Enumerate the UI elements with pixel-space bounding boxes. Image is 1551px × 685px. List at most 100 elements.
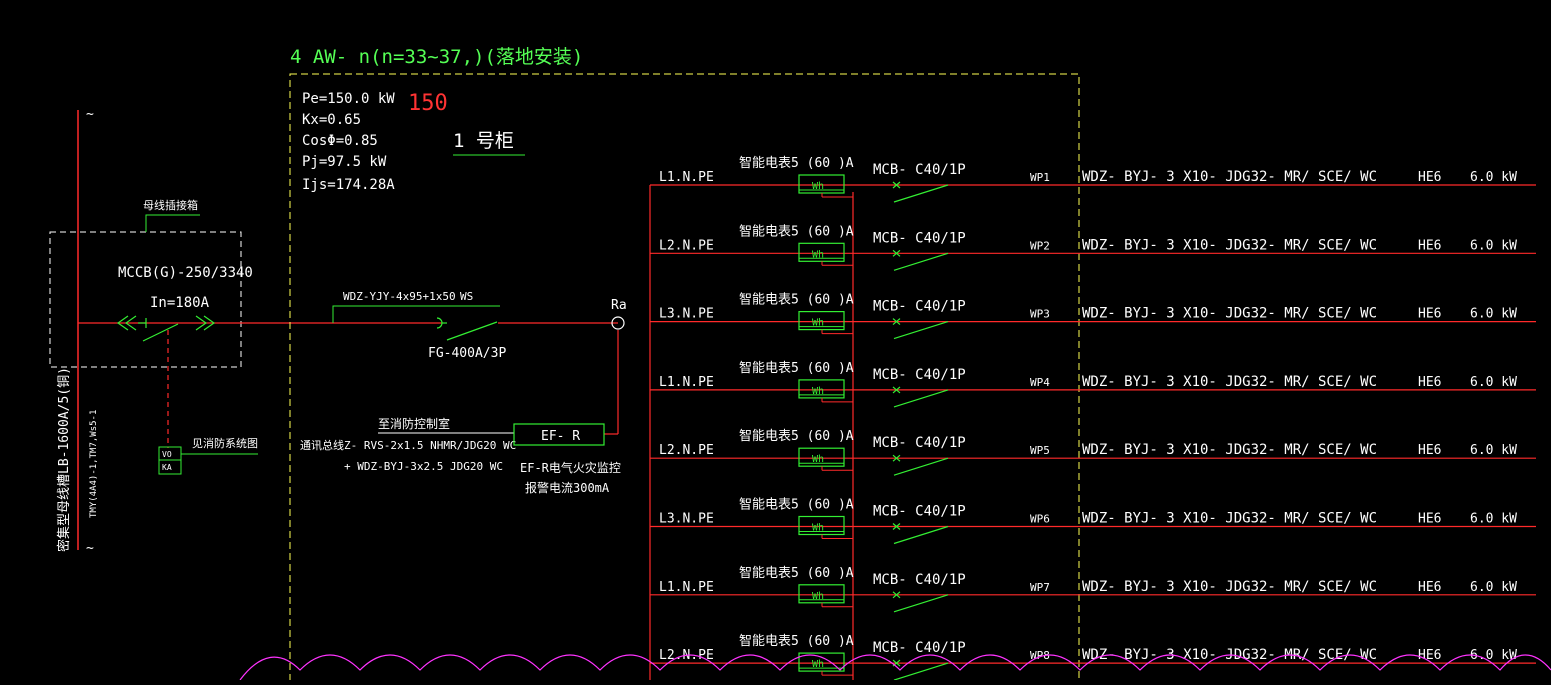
feeder-circuit: WP4	[1030, 376, 1050, 389]
meter-box-label: Wh	[812, 659, 824, 670]
load-kx: Kx=0.65	[302, 112, 361, 128]
breaker-switch-icon	[893, 184, 949, 203]
breaker-x-icon	[892, 386, 901, 394]
breaker-switch-icon	[893, 525, 949, 545]
breaker-switch-icon	[893, 321, 949, 340]
meter-box-label: Wh	[812, 523, 824, 534]
fire-line-2: + WDZ-BYJ-3x2.5 JDG20 WC	[344, 460, 503, 473]
feeder-cable: WDZ- BYJ- 3 X10- JDG32- MR/ SCE/ WC	[1082, 237, 1377, 253]
feeder-load-type: HE6	[1418, 375, 1441, 390]
meter-box-label: Wh	[812, 591, 824, 602]
plug-box: 母线插接箱 MCCB(G)-250/3340 In=180A	[49, 198, 253, 368]
feeder-meter-label: 智能电表5 (60 )A	[739, 156, 854, 171]
busbar-label: 密集型母线槽LB-1600A/5(铜)	[56, 367, 72, 552]
plug-box-current: In=180A	[150, 295, 210, 311]
plug-box-breaker: MCCB(G)-250/3340	[118, 265, 253, 281]
feeder-meter-label: 智能电表5 (60 )A	[739, 566, 854, 581]
fire-desc-2: 报警电流300mA	[525, 480, 610, 495]
feeder-circuit: WP1	[1030, 171, 1050, 184]
feeder-meter-label: 智能电表5 (60 )A	[739, 498, 854, 513]
ef-r-device-label: EF- R	[541, 429, 580, 444]
feeder-breaker-label: MCB- C40/1P	[873, 572, 966, 588]
feeder-power: 6.0 kW	[1470, 375, 1517, 390]
plug-connector-icon	[116, 315, 216, 342]
feeder-load-type: HE6	[1418, 170, 1441, 185]
feeder-cable: WDZ- BYJ- 3 X10- JDG32- MR/ SCE/ WC	[1082, 442, 1377, 458]
feeder-load-type: HE6	[1418, 580, 1441, 595]
cabinet-title: 4 AW- n(n=33~37,)(落地安装)	[290, 46, 583, 68]
fire-alarm: 至消防控制室 通讯总线Z- RVS-2x1.5 NHMR/JDG20 WC + …	[300, 416, 621, 495]
feeder-breaker-label: MCB- C40/1P	[873, 299, 966, 315]
meter-box-label: Wh	[812, 386, 824, 397]
feeder-cable: WDZ- BYJ- 3 X10- JDG32- MR/ SCE/ WC	[1082, 511, 1377, 527]
breaker-x-icon	[892, 249, 901, 257]
fire-box-bottom: KA	[162, 463, 172, 472]
feeder-circuit: WP6	[1030, 513, 1050, 526]
feeder-row: L1.N.PE 智能电表5 (60 )A Wh MCB- C40/1P WP1 WDZ- …	[650, 156, 1536, 203]
meter-box-label: Wh	[812, 181, 824, 192]
feeder-breaker-label: MCB- C40/1P	[873, 504, 966, 520]
feeder-phase: L1.N.PE	[659, 170, 714, 185]
breaker-x-icon	[892, 523, 901, 530]
cabinet-label: 1 号柜	[453, 130, 514, 152]
feeder-phase: L2.N.PE	[659, 443, 714, 458]
ef-r-device	[513, 423, 605, 446]
feeder-breaker-label: MCB- C40/1P	[873, 367, 966, 383]
feeder-cable: WDZ- BYJ- 3 X10- JDG32- MR/ SCE/ WC	[1082, 374, 1377, 390]
ra-node-label: Ra	[611, 298, 627, 313]
busbar-tilde-top: ~	[86, 107, 94, 122]
feeder-breaker-label: MCB- C40/1P	[873, 230, 966, 246]
meter-box-label: Wh	[812, 454, 824, 465]
revision-cloud	[239, 654, 1551, 681]
feeder-meter-label: 智能电表5 (60 )A	[739, 293, 854, 308]
feeder-load-type: HE6	[1418, 238, 1441, 253]
breaker-switch-icon	[893, 662, 949, 681]
feeder-meter-label: 智能电表5 (60 )A	[739, 361, 854, 376]
incoming-cable-suffix: WS	[460, 290, 473, 303]
feeder-load-type: HE6	[1418, 307, 1441, 322]
meter-box-label: Wh	[812, 318, 824, 329]
feeder-power: 6.0 kW	[1470, 170, 1517, 185]
load-info: Pe=150.0 kW Kx=0.65 CosΦ=0.85 Pj=97.5 kW…	[302, 91, 395, 193]
feeder-cable: WDZ- BYJ- 3 X10- JDG32- MR/ SCE/ WC	[1082, 579, 1377, 595]
incoming-switch: WDZ-YJY-4x95+1x50 WS FG-400A/3P Ra	[332, 290, 627, 361]
ra-node	[611, 316, 625, 330]
feeder-power: 6.0 kW	[1470, 307, 1517, 322]
breaker-switch-icon	[893, 594, 949, 613]
breaker-x-icon	[892, 181, 901, 189]
load-cos: CosΦ=0.85	[302, 133, 378, 149]
fire-desc-1: EF-R电气火灾监控	[520, 460, 621, 475]
fire-to-room: 至消防控制室	[378, 416, 450, 431]
feeder-breaker-label: MCB- C40/1P	[873, 435, 966, 451]
feeder-breaker-label: MCB- C40/1P	[873, 640, 966, 656]
feeder-load-type: HE6	[1418, 648, 1441, 663]
breaker-switch-icon	[893, 389, 949, 408]
feeder-phase: L3.N.PE	[659, 512, 714, 527]
feeder-load-type: HE6	[1418, 512, 1441, 527]
feeder-meter-label: 智能电表5 (60 )A	[739, 429, 854, 444]
feeder-power: 6.0 kW	[1470, 648, 1517, 663]
feeder-meter-label: 智能电表5 (60 )A	[739, 224, 854, 239]
feeder-cable: WDZ- BYJ- 3 X10- JDG32- MR/ SCE/ WC	[1082, 306, 1377, 322]
feeder-breaker-label: MCB- C40/1P	[873, 162, 966, 178]
highlight-number: 150	[408, 91, 448, 116]
feeder-power: 6.0 kW	[1470, 512, 1517, 527]
feeder-load-type: HE6	[1418, 443, 1441, 458]
fire-box-top: VO	[162, 450, 172, 459]
feeder-phase: L2.N.PE	[659, 238, 714, 253]
fire-reference: VO KA 见消防系统图	[158, 436, 258, 475]
feeder-power: 6.0 kW	[1470, 238, 1517, 253]
feeder-phase: L1.N.PE	[659, 580, 714, 595]
breaker-switch-icon	[893, 252, 949, 271]
feeder-cable: WDZ- BYJ- 3 X10- JDG32- MR/ SCE/ WC	[1082, 169, 1377, 185]
breaker-x-icon	[892, 454, 901, 462]
feeder-meter-label: 智能电表5 (60 )A	[739, 634, 854, 649]
